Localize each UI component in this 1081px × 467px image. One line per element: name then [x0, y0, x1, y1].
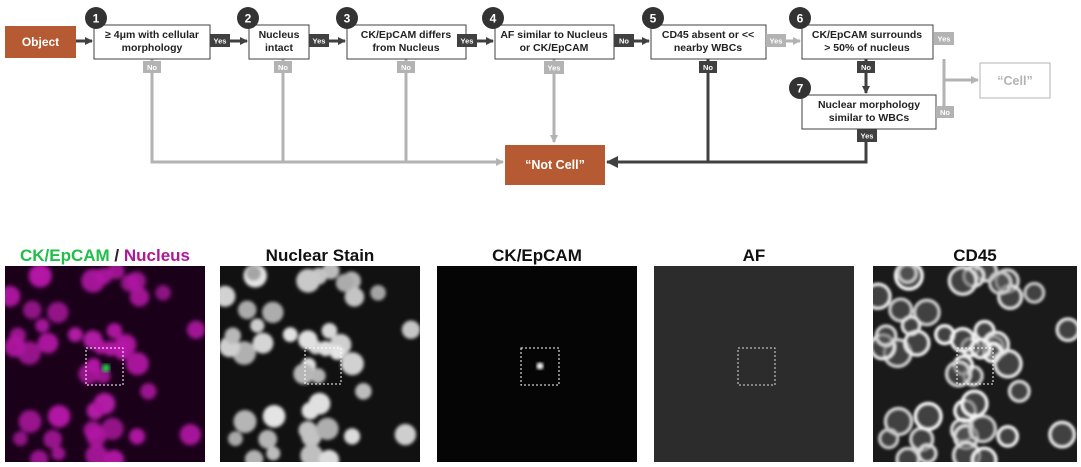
step-5: CD45 absent or << nearby WBCs	[650, 24, 767, 60]
af-image	[654, 266, 854, 462]
step-5-number: 5	[650, 12, 657, 26]
composite-image	[5, 266, 205, 462]
step-7-line2: similar to WBCs	[829, 112, 910, 124]
not-cell-label: “Not Cell”	[525, 158, 585, 172]
branch-tags: Yes Yes Yes No Yes Yes No No No Yes No N…	[143, 32, 954, 142]
panel-title-composite: CK/EpCAM / Nucleus	[4, 246, 206, 266]
cd45-image	[873, 266, 1077, 462]
step-1-line2: morphology	[122, 42, 183, 54]
nuclear-stain-image	[220, 266, 420, 462]
tag-no-5: No	[703, 63, 713, 72]
step-2-line2: intact	[265, 42, 294, 54]
panel-title-nuclear: Nuclear Stain	[265, 246, 375, 265]
tag-no-6: No	[861, 63, 871, 72]
step-6-line1: CK/EpCAM surrounds	[812, 29, 922, 41]
composite-title-nucleus: Nucleus	[123, 246, 191, 265]
tag-no-2: No	[278, 63, 288, 72]
tag-no-3: No	[401, 63, 411, 72]
tag-yes-2: Yes	[313, 37, 326, 46]
tag-yes-5: Yes	[770, 37, 783, 46]
step-3: CK/EpCAM differs from Nucleus	[346, 24, 467, 60]
step-1-line1: ≥ 4μm with cellular	[105, 29, 199, 41]
step-4-number: 4	[490, 12, 497, 26]
step-4: AF similar to Nucleus or CK/EpCAM	[494, 24, 615, 60]
start-node: Object	[5, 26, 76, 58]
cell-node: “Cell”	[979, 62, 1051, 99]
composite-title-ck: CK/EpCAM	[19, 246, 110, 265]
tag-no-4: No	[619, 37, 629, 46]
step-3-line1: CK/EpCAM differs	[361, 29, 452, 41]
image-panel-composite	[5, 266, 205, 462]
step-number-badges: 1 2 3 4 5 6 7	[85, 7, 811, 99]
panel-title-ck: CK/EpCAM	[492, 246, 582, 265]
not-cell-node: “Not Cell”	[505, 145, 605, 185]
step-1: ≥ 4μm with cellular morphology	[93, 24, 211, 60]
step-6-line2: > 50% of nucleus	[824, 42, 910, 54]
panel-title-cd45: CD45	[953, 246, 997, 265]
ck-epcam-image	[437, 266, 637, 462]
tag-yes-7: Yes	[861, 132, 874, 141]
step-1-number: 1	[93, 12, 100, 26]
step-2-number: 2	[245, 12, 252, 26]
tag-no-1: No	[147, 63, 157, 72]
cell-label: “Cell”	[997, 74, 1032, 88]
image-panel-cd45	[873, 266, 1077, 462]
composite-title-sep: /	[109, 246, 124, 265]
step-3-number: 3	[344, 12, 351, 26]
panel-title-af: AF	[742, 246, 766, 265]
tag-yes-1: Yes	[214, 37, 227, 46]
step-7-line1: Nuclear morphology	[818, 99, 920, 111]
image-panel-ck	[437, 266, 637, 462]
step-7: Nuclear morphology similar to WBCs	[801, 94, 937, 130]
step-5-line1: CD45 absent or <<	[662, 29, 754, 41]
step-7-number: 7	[797, 82, 804, 96]
step-2: Nucleus intact	[248, 24, 310, 60]
step-2-line1: Nucleus	[259, 29, 300, 41]
image-panel-nuclear	[220, 266, 420, 462]
flowchart: Object ≥ 4μm with cellular morphology Nu…	[5, 7, 1051, 185]
tag-no-7: No	[940, 108, 950, 117]
start-label: Object	[22, 35, 59, 49]
image-panel-af	[654, 266, 854, 462]
step-4-line1: AF similar to Nucleus	[500, 29, 608, 41]
tag-yes-3: Yes	[461, 37, 474, 46]
step-6-number: 6	[797, 12, 804, 26]
step-5-line2: nearby WBCs	[674, 42, 742, 54]
tag-yes-6: Yes	[938, 35, 951, 44]
step-6: CK/EpCAM surrounds > 50% of nucleus	[801, 24, 934, 60]
step-3-line2: from Nucleus	[372, 42, 439, 54]
step-4-line2: or CK/EpCAM	[520, 42, 589, 54]
tag-yes-4: Yes	[548, 64, 561, 73]
